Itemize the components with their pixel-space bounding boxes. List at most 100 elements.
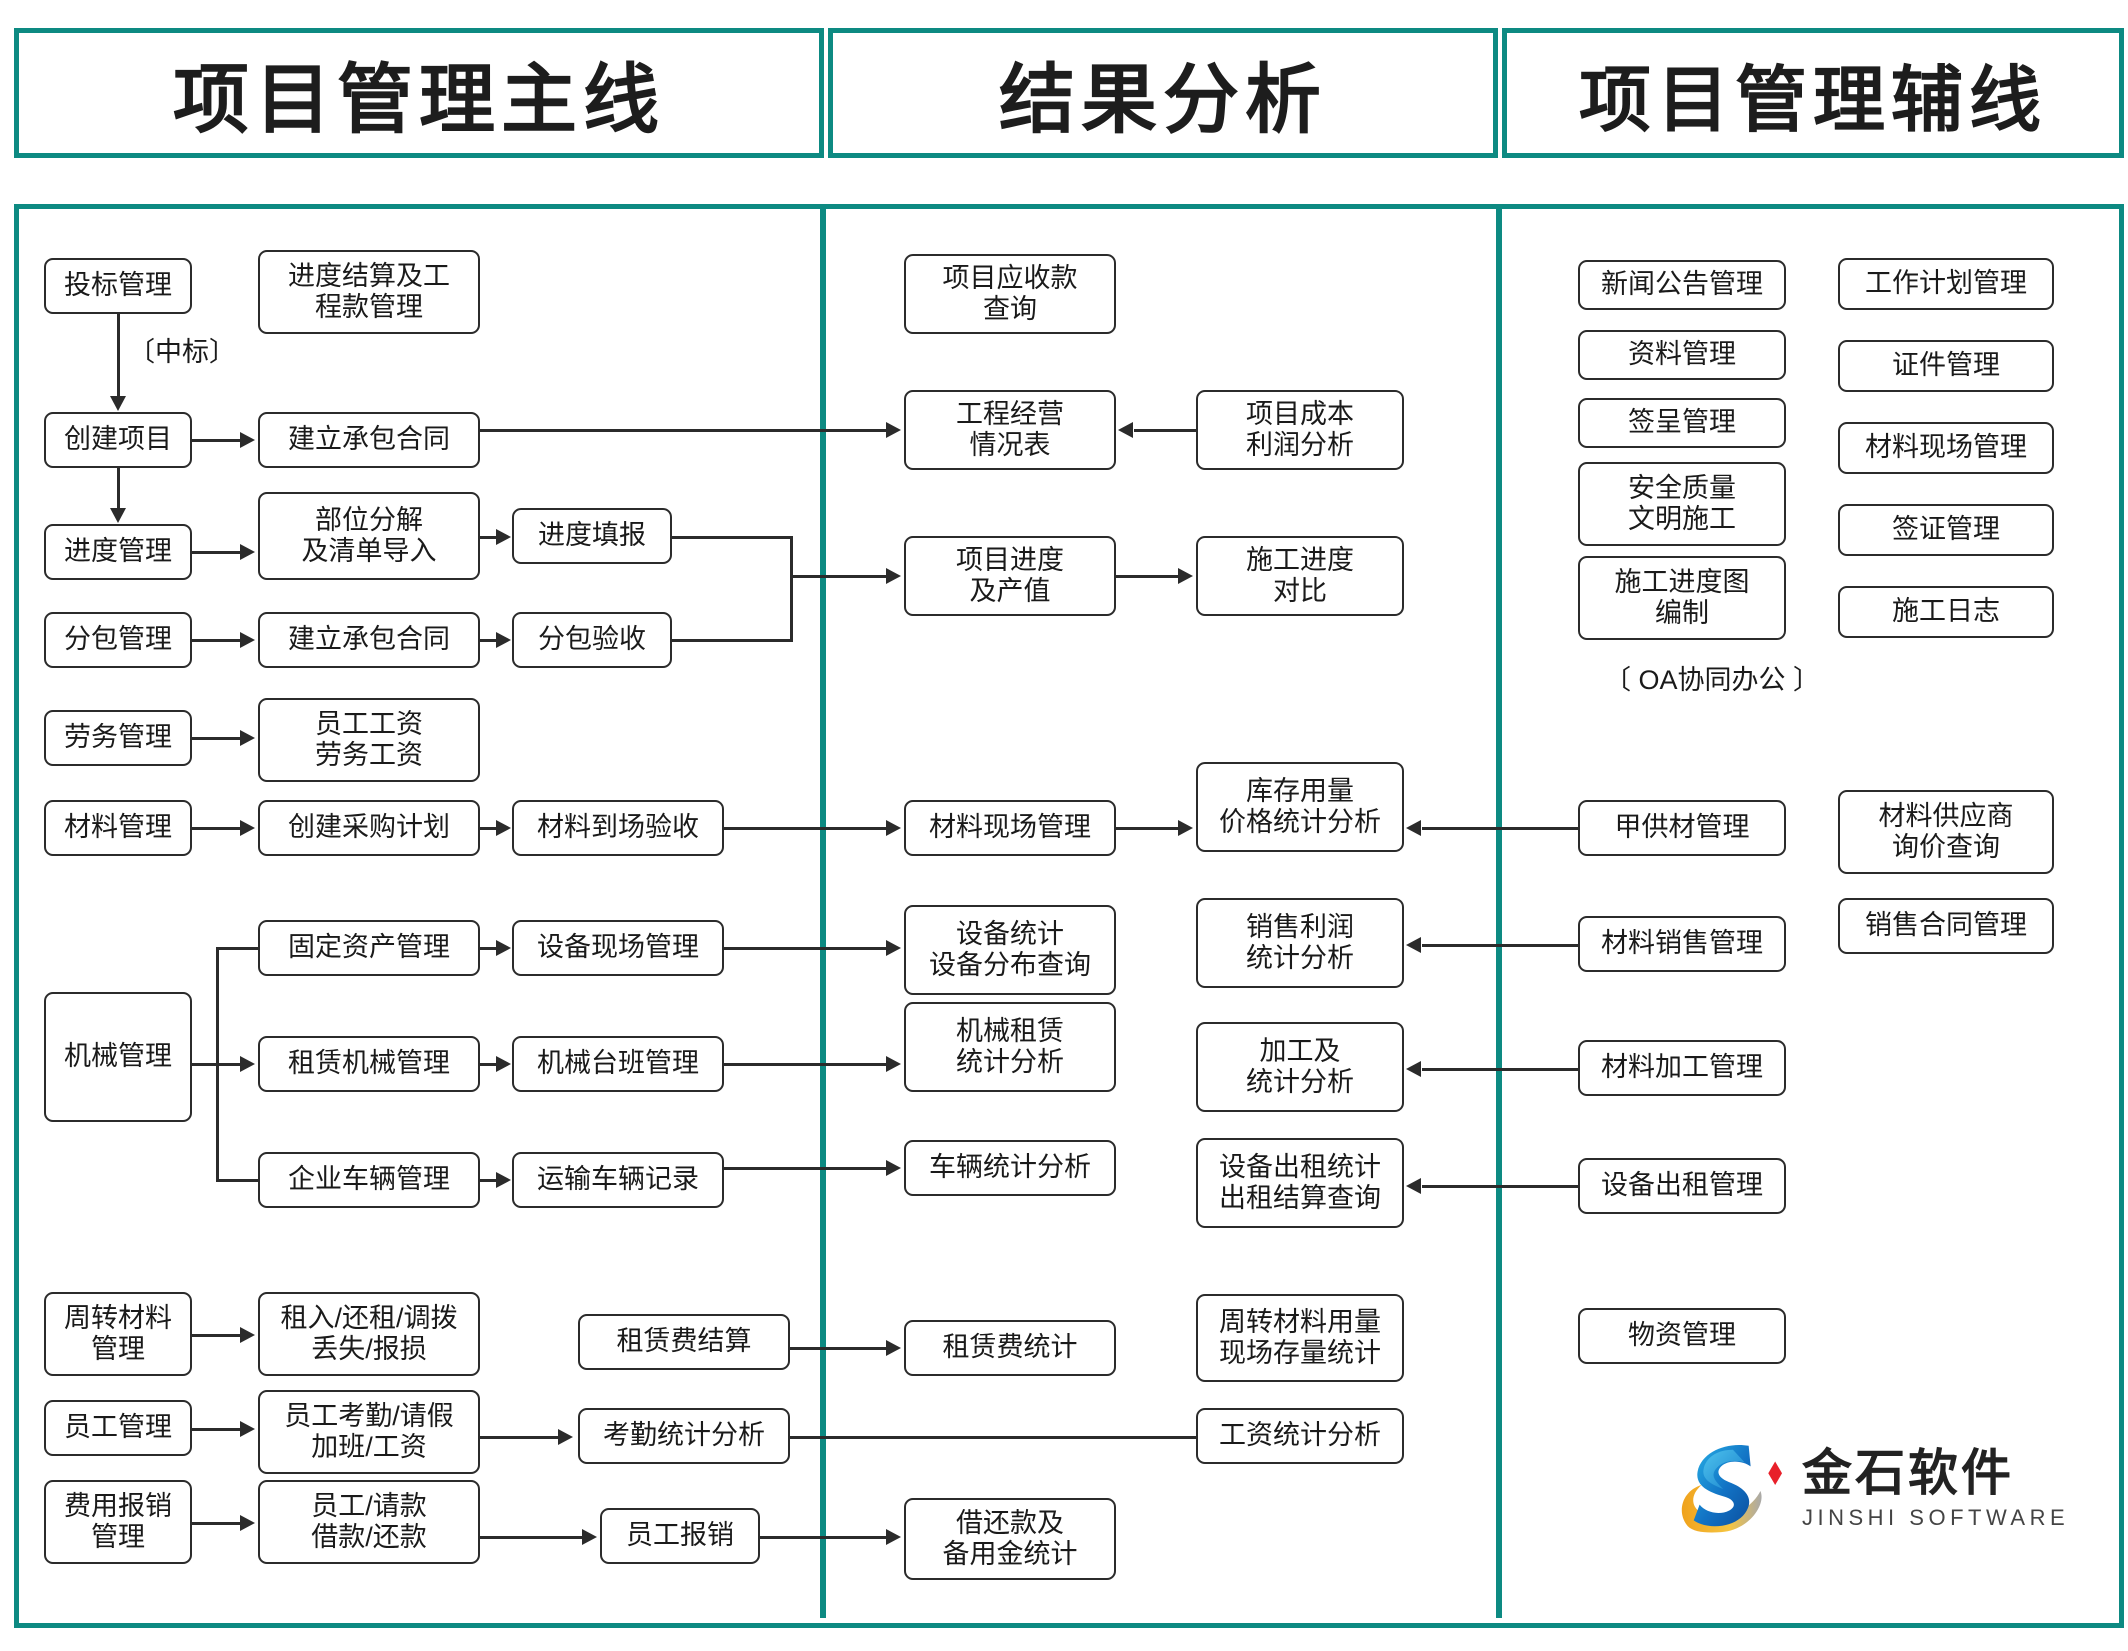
arrowhead-part-to-filling bbox=[496, 529, 511, 545]
box-bid-management[interactable]: 投标管理 bbox=[44, 258, 192, 314]
arrowhead-bid-to-create bbox=[110, 396, 126, 411]
box-project-operation-table[interactable]: 工程经营 情况表 bbox=[904, 390, 1116, 470]
box-employee-payment-loan-repay[interactable]: 员工/请款 借款/还款 bbox=[258, 1480, 480, 1564]
box-certificate-management[interactable]: 证件管理 bbox=[1838, 340, 2054, 392]
company-logo: 金石软件 JINSHI SOFTWARE bbox=[1672, 1436, 2069, 1540]
box-create-project[interactable]: 创建项目 bbox=[44, 412, 192, 468]
connector-bid-to-create bbox=[117, 314, 120, 398]
box-rental-fee-settlement[interactable]: 租赁费结算 bbox=[578, 1314, 790, 1370]
box-enterprise-vehicle-management[interactable]: 企业车辆管理 bbox=[258, 1152, 480, 1208]
box-establish-contract-2[interactable]: 建立承包合同 bbox=[258, 612, 480, 668]
connector-material-processing-to-stats bbox=[1422, 1068, 1580, 1071]
box-subcontract-management[interactable]: 分包管理 bbox=[44, 612, 192, 668]
box-project-cost-profit-analysis[interactable]: 项目成本 利润分析 bbox=[1196, 390, 1404, 470]
arrowhead-equipment-site-to-stats bbox=[886, 940, 901, 956]
box-employee-reimbursement[interactable]: 员工报销 bbox=[600, 1508, 760, 1564]
connector-attendance-stats-to-wage-stats bbox=[790, 1436, 1196, 1439]
connector-rental-to-shift bbox=[480, 1063, 498, 1066]
box-attendance-statistics-analysis[interactable]: 考勤统计分析 bbox=[578, 1408, 790, 1464]
header-aux-line: 项目管理辅线 bbox=[1502, 28, 2124, 158]
box-establish-contract-1[interactable]: 建立承包合同 bbox=[258, 412, 480, 468]
box-employee-management[interactable]: 员工管理 bbox=[44, 1400, 192, 1456]
box-supplies-management[interactable]: 物资管理 bbox=[1578, 1308, 1786, 1364]
box-turnover-material-usage-stock[interactable]: 周转材料用量 现场存量统计 bbox=[1196, 1294, 1404, 1382]
jinshi-logo-mark bbox=[1672, 1436, 1790, 1540]
box-create-purchase-plan[interactable]: 创建采购计划 bbox=[258, 800, 480, 856]
box-transport-vehicle-record[interactable]: 运输车辆记录 bbox=[512, 1152, 724, 1208]
box-equipment-stats-distribution[interactable]: 设备统计 设备分布查询 bbox=[904, 905, 1116, 995]
connector-turnover-to-rent bbox=[192, 1334, 242, 1337]
box-vehicle-stats-analysis[interactable]: 车辆统计分析 bbox=[904, 1140, 1116, 1196]
box-construction-progress-compare[interactable]: 施工进度 对比 bbox=[1196, 536, 1404, 616]
box-material-site-management-result[interactable]: 材料现场管理 bbox=[904, 800, 1116, 856]
box-sales-contract-management[interactable]: 销售合同管理 bbox=[1838, 898, 2054, 954]
connector-contract2-to-acceptance bbox=[480, 639, 498, 642]
connector-acceptance-right bbox=[672, 639, 792, 642]
box-visa-management[interactable]: 签证管理 bbox=[1838, 504, 2054, 556]
box-employee-labor-wage[interactable]: 员工工资 劳务工资 bbox=[258, 698, 480, 782]
arrowhead-payment-to-reimbursement bbox=[582, 1529, 597, 1545]
box-project-progress-output[interactable]: 项目进度 及产值 bbox=[904, 536, 1116, 616]
arrowhead-shift-to-rental-stats bbox=[886, 1056, 901, 1072]
box-construction-log[interactable]: 施工日志 bbox=[1838, 586, 2054, 638]
arrowhead-contract2-to-acceptance bbox=[496, 632, 511, 648]
connector-transport-to-vehicle-stats bbox=[724, 1167, 888, 1170]
box-material-processing-management[interactable]: 材料加工管理 bbox=[1578, 1040, 1786, 1096]
arrowhead-transport-to-vehicle-stats bbox=[886, 1160, 901, 1176]
box-signature-management[interactable]: 签呈管理 bbox=[1578, 398, 1786, 448]
box-material-site-management-aux[interactable]: 材料现场管理 bbox=[1838, 422, 2054, 474]
box-news-announcement-management[interactable]: 新闻公告管理 bbox=[1578, 260, 1786, 310]
box-rental-fee-statistics[interactable]: 租赁费统计 bbox=[904, 1320, 1116, 1376]
box-work-plan-management[interactable]: 工作计划管理 bbox=[1838, 258, 2054, 310]
box-construction-schedule-drawing[interactable]: 施工进度图 编制 bbox=[1578, 556, 1786, 640]
arrowhead-contract-to-operation-table bbox=[886, 422, 901, 438]
box-equipment-rental-settlement-query[interactable]: 设备出租统计 出租结算查询 bbox=[1196, 1138, 1404, 1228]
box-progress-management[interactable]: 进度管理 bbox=[44, 524, 192, 580]
box-equipment-site-management[interactable]: 设备现场管理 bbox=[512, 920, 724, 976]
connector-purchase-to-arrival bbox=[480, 827, 498, 830]
arrowhead-employee-to-attendance bbox=[240, 1421, 255, 1437]
box-project-receivable-query[interactable]: 项目应收款 查询 bbox=[904, 254, 1116, 334]
arrowhead-material-processing-to-stats bbox=[1406, 1061, 1421, 1077]
box-safety-quality-civilized-construction[interactable]: 安全质量 文明施工 bbox=[1578, 462, 1786, 546]
box-machinery-management[interactable]: 机械管理 bbox=[44, 992, 192, 1122]
box-loan-petty-cash-stats[interactable]: 借还款及 备用金统计 bbox=[904, 1498, 1116, 1580]
box-document-management[interactable]: 资料管理 bbox=[1578, 330, 1786, 380]
connector-expense-to-employee-payment bbox=[192, 1522, 242, 1525]
box-turnover-material-management[interactable]: 周转材料 管理 bbox=[44, 1292, 192, 1376]
box-material-arrival-acceptance[interactable]: 材料到场验收 bbox=[512, 800, 724, 856]
box-subcontract-acceptance[interactable]: 分包验收 bbox=[512, 612, 672, 668]
box-rent-return-transfer-loss[interactable]: 租入/还租/调拨 丢失/报损 bbox=[258, 1292, 480, 1376]
arrowhead-machinery-to-rental bbox=[240, 1056, 255, 1072]
arrowhead-turnover-to-rent bbox=[240, 1327, 255, 1343]
column-divider-2 bbox=[1496, 204, 1502, 1618]
box-labor-management[interactable]: 劳务管理 bbox=[44, 710, 192, 766]
box-machinery-shift-management[interactable]: 机械台班管理 bbox=[512, 1036, 724, 1092]
box-inventory-usage-price-stats[interactable]: 库存用量 价格统计分析 bbox=[1196, 762, 1404, 852]
box-progress-filling[interactable]: 进度填报 bbox=[512, 508, 672, 564]
box-attendance-leave-overtime-wage[interactable]: 员工考勤/请假 加班/工资 bbox=[258, 1390, 480, 1474]
box-material-sales-management[interactable]: 材料销售管理 bbox=[1578, 916, 1786, 972]
box-rental-machinery-management[interactable]: 租赁机械管理 bbox=[258, 1036, 480, 1092]
arrowhead-arrival-to-site bbox=[886, 820, 901, 836]
connector-create-to-contract bbox=[192, 439, 242, 442]
arrowhead-owner-material-to-inventory bbox=[1406, 820, 1421, 836]
box-sales-profit-stats[interactable]: 销售利润 统计分析 bbox=[1196, 898, 1404, 988]
box-wage-statistics-analysis[interactable]: 工资统计分析 bbox=[1196, 1408, 1404, 1464]
box-processing-stats-analysis[interactable]: 加工及 统计分析 bbox=[1196, 1022, 1404, 1112]
header-aux-line-title: 项目管理辅线 bbox=[1578, 60, 2047, 141]
box-machinery-rental-stats[interactable]: 机械租赁 统计分析 bbox=[904, 1002, 1116, 1092]
arrowhead-rental-to-shift bbox=[496, 1056, 511, 1072]
box-expense-reimbursement-management[interactable]: 费用报销 管理 bbox=[44, 1480, 192, 1564]
connector-progress-to-part bbox=[192, 551, 242, 554]
box-part-decomposition-import[interactable]: 部位分解 及清单导入 bbox=[258, 492, 480, 580]
box-fixed-asset-management[interactable]: 固定资产管理 bbox=[258, 920, 480, 976]
box-material-supplier-quote-query[interactable]: 材料供应商 询价查询 bbox=[1838, 790, 2054, 874]
box-owner-supplied-material-management[interactable]: 甲供材管理 bbox=[1578, 800, 1786, 856]
box-progress-settlement-payment[interactable]: 进度结算及工 程款管理 bbox=[258, 250, 480, 334]
box-equipment-rental-management[interactable]: 设备出租管理 bbox=[1578, 1158, 1786, 1214]
box-material-management[interactable]: 材料管理 bbox=[44, 800, 192, 856]
connector-part-to-filling bbox=[480, 536, 498, 539]
header-result-analysis: 结果分析 bbox=[828, 28, 1498, 158]
arrowhead-progress-to-part bbox=[240, 544, 255, 560]
